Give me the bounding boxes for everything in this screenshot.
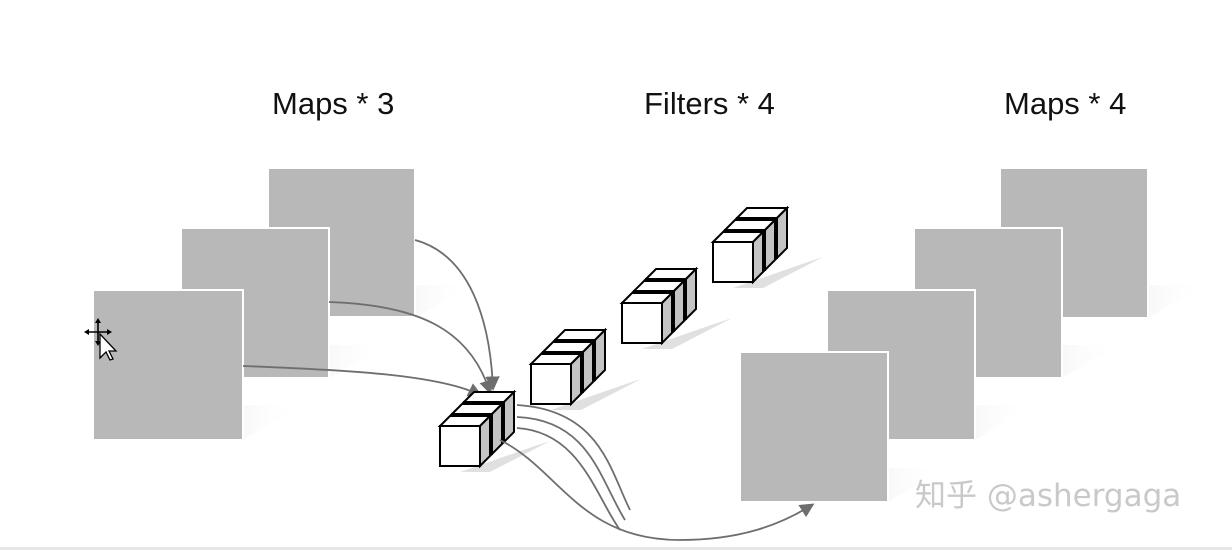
filter-stack-4 bbox=[710, 205, 823, 288]
output-curve-3 bbox=[516, 427, 621, 531]
filters bbox=[437, 205, 823, 472]
output-curve-2 bbox=[516, 416, 626, 521]
input-maps-label: Maps * 3 bbox=[272, 86, 395, 121]
arrow-from-back-map bbox=[414, 239, 500, 391]
arrow-from-middle-map bbox=[328, 301, 494, 395]
move-cursor-icon bbox=[84, 318, 118, 361]
output-maps bbox=[739, 167, 1205, 503]
filters-label: Filters * 4 bbox=[644, 86, 775, 121]
filter-stack-1 bbox=[437, 389, 550, 472]
output-arrow-main bbox=[499, 439, 815, 541]
arrow-from-front-map bbox=[242, 365, 483, 397]
output-maps-label: Maps * 4 bbox=[1004, 86, 1127, 121]
filter-stack-3 bbox=[619, 266, 732, 349]
input-arrows bbox=[242, 239, 500, 397]
filter-cube bbox=[619, 290, 675, 346]
bottom-divider bbox=[0, 547, 1232, 550]
filter-cube bbox=[528, 351, 584, 407]
input-map-front bbox=[92, 289, 300, 441]
input-map-back bbox=[267, 167, 470, 318]
output-map-front bbox=[739, 351, 945, 503]
output-arrows bbox=[499, 404, 815, 541]
input-maps bbox=[92, 167, 470, 441]
filter-cube bbox=[437, 413, 493, 469]
filter-stack-2 bbox=[528, 327, 641, 410]
watermark: 知乎 @ashergaga bbox=[915, 478, 1182, 514]
output-curve-1 bbox=[516, 404, 631, 511]
filter-cube bbox=[710, 229, 766, 285]
